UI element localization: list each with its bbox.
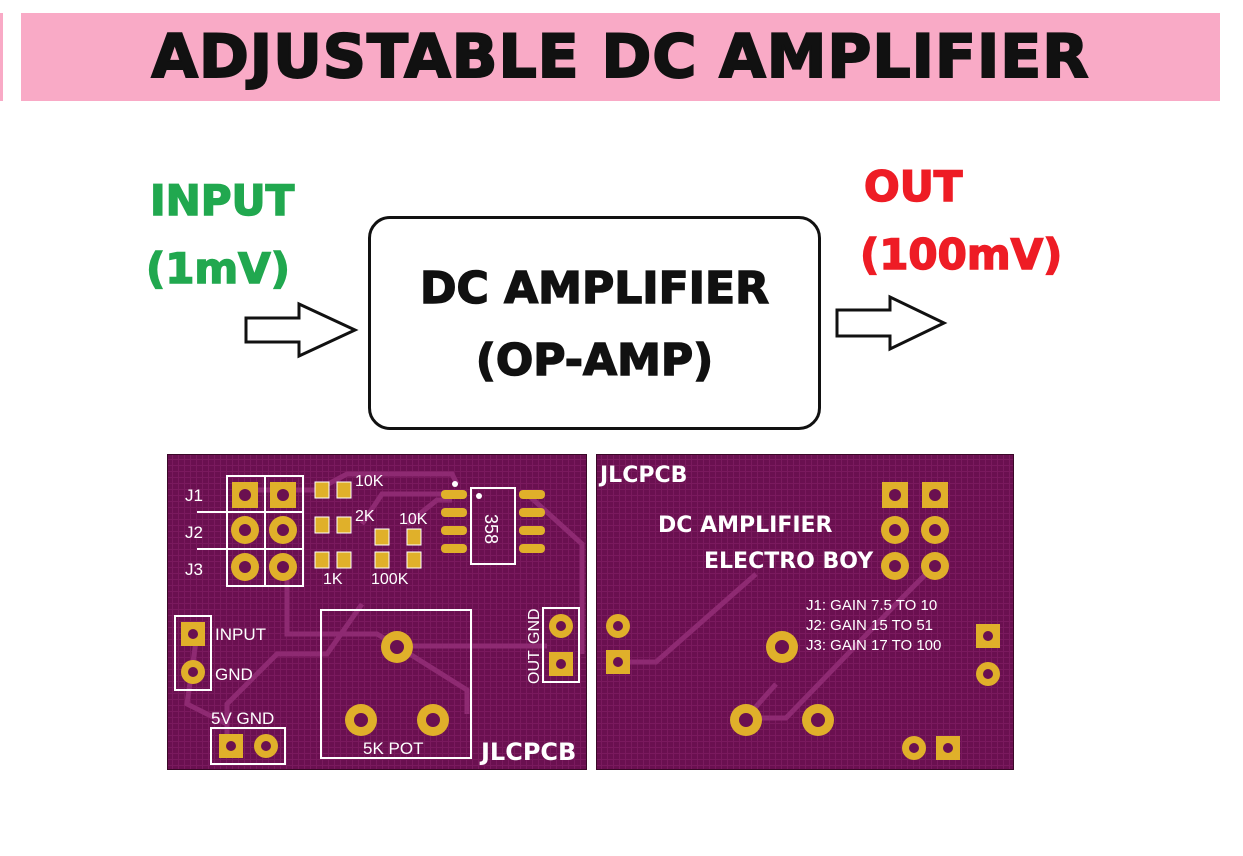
title-banner: ADJUSTABLE DC AMPLIFIER — [21, 13, 1220, 101]
block-line2: (OP-AMP) — [475, 334, 714, 387]
j2-label: J2 — [185, 523, 203, 542]
r-10k-label: 10K — [355, 473, 384, 490]
input-arrow — [244, 301, 359, 359]
pcb-back: JLCPCB DC AMPLIFIER ELECTRO BOY J1: GAIN… — [596, 454, 1014, 770]
back-line1: DC AMPLIFIER — [658, 513, 833, 538]
r-10k2-label: 10K — [399, 511, 428, 528]
page-title: ADJUSTABLE DC AMPLIFIER — [151, 21, 1090, 93]
block-line1: DC AMPLIFIER — [419, 262, 770, 315]
out-gnd-label: GND — [526, 608, 543, 644]
r-1k-label: 1K — [323, 571, 343, 588]
pot-label: 5K POT — [363, 739, 423, 758]
front-logo: JLCPCB — [479, 738, 576, 766]
amplifier-block: DC AMPLIFIER (OP-AMP) — [368, 216, 821, 430]
output-label: OUT — [863, 161, 963, 212]
r-2k-label: 2K — [355, 508, 375, 525]
gain-j2: J2: GAIN 15 TO 51 — [806, 617, 933, 634]
back-line2: ELECTRO BOY — [704, 549, 874, 574]
input-label: INPUT — [149, 175, 295, 226]
back-logo: JLCPCB — [598, 463, 687, 488]
output-arrow — [835, 294, 948, 352]
output-value: (100mV) — [859, 229, 1063, 280]
power-label: 5V GND — [211, 709, 274, 728]
input-pad-label: INPUT — [215, 625, 266, 644]
banner-edge — [0, 13, 3, 101]
input-gnd-label: GND — [215, 665, 253, 684]
j1-label: J1 — [185, 486, 203, 505]
out-pad-label: OUT — [526, 650, 543, 684]
pcb-front: J1 J2 J3 10K 2K 10K 1K 100K 358 INPUT GN… — [167, 454, 587, 770]
ic-label: 358 — [481, 514, 501, 544]
gain-j1: J1: GAIN 7.5 TO 10 — [806, 597, 937, 614]
input-value: (1mV) — [145, 243, 290, 294]
gain-j3: J3: GAIN 17 TO 100 — [806, 637, 941, 654]
r-100k-label: 100K — [371, 571, 409, 588]
j3-label: J3 — [185, 560, 203, 579]
